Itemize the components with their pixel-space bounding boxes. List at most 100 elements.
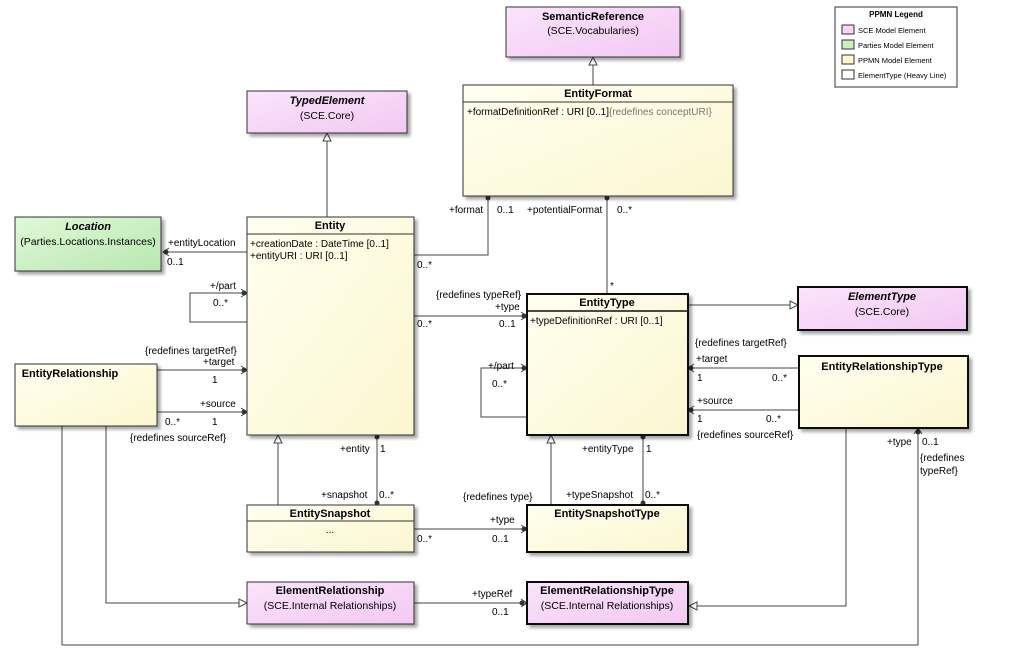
assoc-end-dot: [241, 290, 247, 296]
mult-entity-type: 1: [646, 444, 652, 455]
assoc-end-dot: [485, 195, 491, 201]
assoc-arrow-open: [162, 247, 170, 257]
class-name: EntityRelationship: [22, 368, 119, 380]
class-entityrelationshiptype[interactable]: EntityRelationshipType: [798, 355, 969, 429]
legend-label: PPMN Model Element: [858, 56, 933, 65]
class-name: Entity: [315, 220, 346, 232]
assoc-end-dot: [374, 434, 380, 440]
class-elementrelationship[interactable]: ElementRelationship (SCE.Internal Relati…: [246, 581, 415, 625]
role-et-target: +target: [696, 354, 728, 365]
class-package: (SCE.Core): [855, 306, 909, 318]
generalization-arrowhead: [588, 55, 598, 66]
legend-label: SCE Model Element: [858, 26, 926, 35]
class-name: ElementRelationship: [276, 585, 385, 597]
class-attribute: +formatDefinitionRef : URI [0..1]{redefi…: [467, 107, 713, 118]
mult-et-target-many: 0..*: [772, 373, 787, 384]
assoc-end-dot: [374, 500, 380, 506]
role-type-ref: +typeRef: [472, 589, 513, 600]
legend-swatch: [841, 24, 855, 35]
class-entitysnapshot[interactable]: EntitySnapshot ...: [246, 504, 415, 553]
mult-entitytype-star: *: [610, 281, 614, 292]
class-elementtype[interactable]: ElementType (SCE.Core): [797, 286, 968, 331]
attr-creation-date: +creationDate : DateTime [0..1]: [250, 239, 389, 250]
assoc-end-dot: [163, 249, 169, 255]
class-entityrelationship[interactable]: EntityRelationship: [14, 363, 158, 427]
class-name: EntityRelationshipType: [821, 361, 942, 373]
note-redefines-targetref: {redefines targetRef}: [145, 346, 237, 357]
mult-snapshot: 0..*: [379, 490, 394, 501]
assoc-entity-format: [414, 198, 489, 256]
assoc-end-dot: [688, 407, 694, 413]
generalization-er-elementrelationship: [105, 426, 241, 604]
role-target: +target: [203, 357, 235, 368]
class-package: (Parties.Locations.Instances): [20, 236, 155, 248]
class-typedelement[interactable]: TypedElement (SCE.Core): [246, 90, 408, 134]
generalization-arrowhead: [546, 433, 556, 444]
class-name: ElementRelationshipType: [540, 585, 674, 597]
role-type: +type: [495, 302, 520, 313]
note-et-redefines-targetref: {redefines targetRef}: [695, 338, 787, 349]
attr-redefines-note: {redefines conceptURI}: [609, 107, 713, 118]
note-et-redefines-sourceref: {redefines sourceRef}: [697, 430, 794, 441]
legend-swatch: [841, 69, 855, 80]
class-name: Location: [65, 221, 111, 233]
association-labels: +format 0..1 +potentialFormat 0..* 0..* …: [130, 205, 964, 618]
assoc-end-dot: [241, 367, 247, 373]
attr-entity-uri: +entityURI : URI [0..1]: [250, 251, 348, 262]
attr-format-definition-ref: +formatDefinitionRef : URI [0..1]: [467, 107, 609, 118]
class-body-ellipsis: ...: [326, 525, 334, 536]
legend-swatch: [841, 54, 855, 65]
generalization-ert-elementrelationshiptype: [695, 428, 847, 607]
mult-snap-dst: 0..1: [492, 534, 509, 545]
class-name: TypedElement: [290, 95, 366, 107]
mult-et-source-1: 1: [697, 414, 703, 425]
note-redefines-sourceref: {redefines sourceRef}: [130, 433, 227, 444]
generalization-arrowhead: [273, 433, 283, 444]
mult-entity: 1: [380, 444, 386, 455]
role-entity: +entity: [340, 444, 370, 455]
mult-entity-location: 0..1: [167, 257, 184, 268]
class-entityformat[interactable]: EntityFormat +formatDefinitionRef : URI …: [462, 84, 734, 197]
mult-et-source-many: 0..*: [766, 414, 781, 425]
mult-potential-format: 0..*: [617, 205, 632, 216]
legend-label: Parties Model Element: [858, 41, 934, 50]
note-redefines-type: {redefines type}: [463, 492, 533, 503]
assoc-end-dot: [521, 365, 527, 371]
class-location[interactable]: Location (Parties.Locations.Instances): [14, 216, 162, 272]
generalization-arrowhead: [322, 131, 332, 142]
class-semanticreference[interactable]: SemanticReference (SCE.Vocabularies): [505, 6, 681, 58]
mult-ert-type: 0..1: [922, 437, 939, 448]
class-elementrelationshiptype[interactable]: ElementRelationshipType (SCE.Internal Re…: [526, 581, 689, 625]
legend-label: ElementType (Heavy Line): [858, 71, 947, 80]
class-entitysnapshottype[interactable]: EntitySnapshotType: [526, 504, 689, 553]
generalization-arrowhead: [238, 598, 249, 608]
role-format: +format: [449, 205, 483, 216]
class-package: (SCE.Vocabularies): [547, 25, 639, 37]
mult-snap-src: 0..*: [417, 534, 432, 545]
mult-entity-format: 0..*: [417, 260, 432, 271]
class-entity[interactable]: Entity +creationDate : DateTime [0..1] +…: [246, 216, 415, 436]
assoc-entity-part: [189, 292, 247, 323]
role-entity-type: +entityType: [582, 444, 634, 455]
connectors: [61, 55, 923, 646]
attr-type-definition-ref: +typeDefinitionRef : URI [0..1]: [530, 316, 663, 327]
mult-source: 1: [212, 417, 218, 428]
role-snapshot: +snapshot: [321, 490, 368, 501]
assoc-end-dot: [688, 365, 694, 371]
class-package: (SCE.Internal Relationships): [541, 600, 673, 612]
legend-title: PPMN Legend: [869, 10, 923, 19]
mult-entitytype-part: 0..*: [492, 379, 507, 390]
class-name: EntitySnapshot: [290, 508, 371, 520]
legend-swatch: [841, 39, 855, 50]
mult-et-target-1: 1: [697, 373, 703, 384]
class-name: EntityFormat: [564, 88, 632, 100]
class-name: EntityType: [579, 297, 634, 309]
role-snap-type: +type: [490, 515, 515, 526]
note-ert-redefines-1: {redefines: [920, 453, 964, 464]
class-name: EntitySnapshotType: [554, 508, 660, 520]
role-entity-location: +entityLocation: [168, 238, 236, 249]
class-entitytype[interactable]: EntityType +typeDefinitionRef : URI [0..…: [526, 293, 689, 436]
class-name: ElementType: [848, 291, 916, 303]
role-potential-format: +potentialFormat: [527, 205, 603, 216]
